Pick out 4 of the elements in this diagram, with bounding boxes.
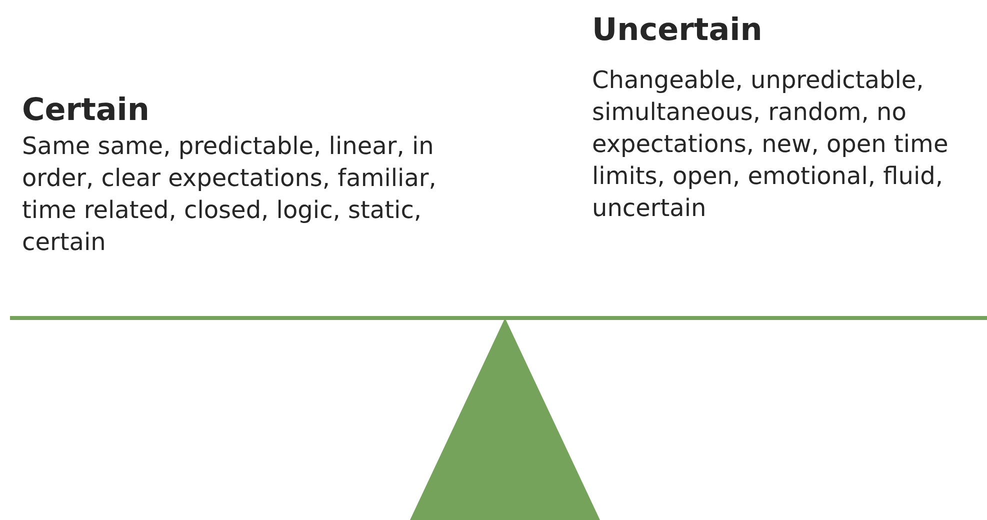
description-text: Same same, predictable, linear, in order, clear expectations, familiar, time related, closed, logic, static, certain <box>22 131 438 258</box>
description-text: Changeable, unpredictable, simultaneous, random, no expectations, new, open time limits, open, emotional, fluid, uncertain <box>592 65 950 224</box>
heading: Uncertain <box>592 11 764 50</box>
heading: Certain <box>22 91 150 130</box>
